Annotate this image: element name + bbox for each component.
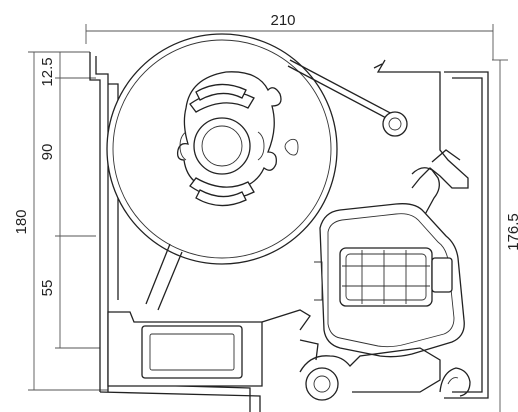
- dim-total-height-label: 180: [13, 209, 30, 234]
- dimension-lines: [28, 24, 508, 412]
- dim-upper-section-label: 90: [39, 144, 56, 161]
- dim-lower-section-label: 55: [39, 280, 56, 297]
- roller-axle: [176, 71, 282, 207]
- dim-width-label: 210: [270, 12, 295, 29]
- motor-unit: [314, 203, 465, 358]
- dim-right-height-label: 176.5: [505, 213, 518, 251]
- dim-top-offset-label: 12.5: [39, 57, 56, 86]
- bottom-bar: [107, 243, 311, 387]
- pivot-bracket: [299, 339, 471, 401]
